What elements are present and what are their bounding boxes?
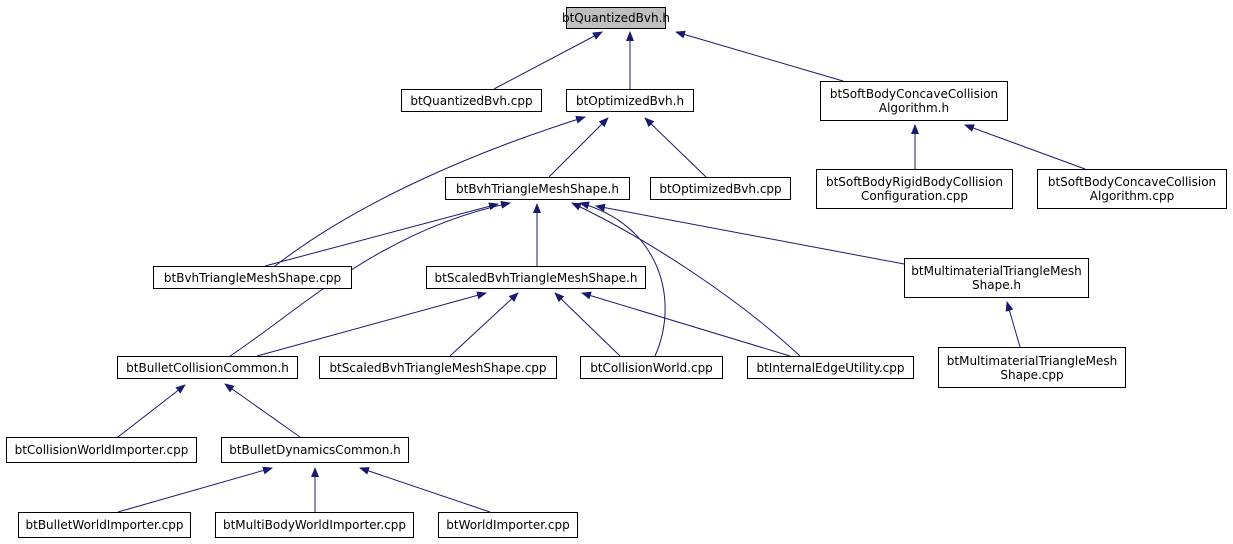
node-btMultimaterialTriangleMeshShape-h[interactable]: btMultimaterialTriangleMesh Shape.h (904, 258, 1089, 298)
edge-cw-cpp-to-bvhtms-h (579, 201, 666, 357)
edge-bvhtms-cpp-to-obvh-h (274, 115, 586, 267)
node-btBvhTriangleMeshShape-h[interactable]: btBvhTriangleMeshShape.h (445, 177, 630, 200)
edge-cw-cpp-to-sbvhtms-h (554, 292, 621, 357)
node-btSoftBodyConcaveCollisionAlgorithm-cpp[interactable]: btSoftBodyConcaveCollision Algorithm.cpp (1037, 169, 1227, 209)
node-btBulletDynamicsCommon-h[interactable]: btBulletDynamicsCommon.h (221, 437, 409, 463)
edge-bcc-h-to-sbvhtms-h (256, 291, 487, 357)
edge-bdc-h-to-bcc-h (224, 383, 301, 438)
node-btMultiBodyWorldImporter-cpp[interactable]: btMultiBodyWorldImporter.cpp (215, 512, 414, 538)
node-btScaledBvhTriangleMeshShape-cpp[interactable]: btScaledBvhTriangleMeshShape.cpp (319, 356, 557, 379)
node-btSoftBodyConcaveCollisionAlgorithm-h[interactable]: btSoftBodyConcaveCollision Algorithm.h (820, 81, 1008, 121)
edge-ieu-cpp-to-bvhtms-h (571, 202, 801, 357)
node-btCollisionWorldImporter-cpp[interactable]: btCollisionWorldImporter.cpp (6, 437, 197, 463)
node-btBulletWorldImporter-cpp[interactable]: btBulletWorldImporter.cpp (18, 512, 191, 538)
edge-bwi-cpp-to-bdc-h (117, 466, 273, 513)
node-btOptimizedBvh-cpp[interactable]: btOptimizedBvh.cpp (650, 177, 791, 200)
edge-sbcca-cpp-to-sbcca-h (964, 124, 1086, 170)
edge-mtms-cpp-to-mtms-h (1005, 301, 1021, 348)
node-btCollisionWorld-cpp[interactable]: btCollisionWorld.cpp (580, 356, 723, 379)
edge-bvhtms-h-to-obvh-h (548, 117, 609, 178)
node-btBvhTriangleMeshShape-cpp[interactable]: btBvhTriangleMeshShape.cpp (153, 266, 352, 289)
edge-bvhtms-cpp-to-bvhtms-h (264, 202, 499, 267)
edge-sbcca-h-to-qbvh-h (675, 30, 844, 82)
edge-cwi-cpp-to-bcc-h (117, 384, 186, 438)
node-btOptimizedBvh-h[interactable]: btOptimizedBvh.h (566, 89, 694, 112)
edge-obvh-cpp-to-obvh-h (644, 117, 707, 178)
node-btMultimaterialTriangleMeshShape-cpp[interactable]: btMultimaterialTriangleMesh Shape.cpp (938, 347, 1126, 388)
node-btBulletCollisionCommon-h[interactable]: btBulletCollisionCommon.h (117, 356, 298, 379)
node-btQuantizedBvh-h: btQuantizedBvh.h (562, 7, 670, 29)
node-btQuantizedBvh-cpp[interactable]: btQuantizedBvh.cpp (401, 89, 542, 112)
edge-ieu-cpp-to-sbvhtms-h (581, 291, 791, 357)
edge-wi-cpp-to-bdc-h (359, 467, 491, 513)
edge-mtms-h-to-bvhtms-h (595, 203, 905, 265)
node-btInternalEdgeUtility-cpp[interactable]: btInternalEdgeUtility.cpp (747, 356, 914, 379)
edge-sbvhtms-cpp-to-sbvhtms-h (449, 292, 519, 357)
edge-qbvh-cpp-to-qbvh-h (493, 31, 603, 90)
node-btScaledBvhTriangleMeshShape-h[interactable]: btScaledBvhTriangleMeshShape.h (426, 266, 646, 289)
node-btSoftBodyRigidBodyCollisionConfiguration-cpp[interactable]: btSoftBodyRigidBodyCollision Configurati… (816, 169, 1013, 209)
node-btWorldImporter-cpp[interactable]: btWorldImporter.cpp (438, 512, 578, 538)
